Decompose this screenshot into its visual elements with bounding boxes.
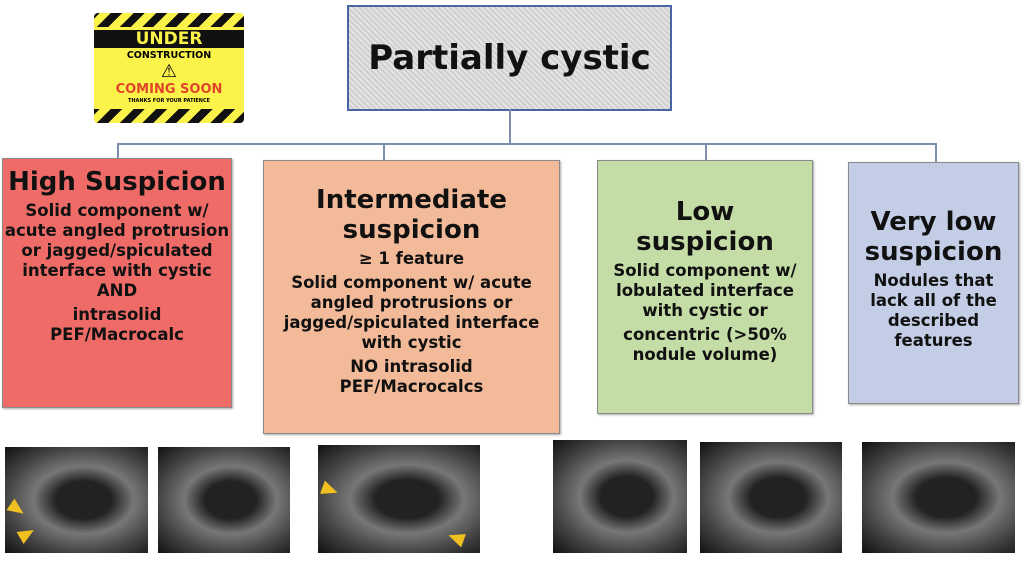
connector bbox=[117, 143, 119, 159]
sign-text: COMING SOON bbox=[115, 82, 223, 97]
box-heading: Low suspicion bbox=[636, 197, 774, 257]
connector bbox=[383, 143, 385, 160]
box-text: Solid component w/ lobulated interface w… bbox=[613, 261, 797, 320]
box-text: Solid component w/ acute angled protrusi… bbox=[4, 201, 230, 300]
warning-icon: ⚠ bbox=[160, 61, 178, 82]
ultrasound-image bbox=[5, 447, 148, 553]
connector bbox=[509, 109, 511, 143]
very-low-suspicion-box: Very low suspicion Nodules that lack all… bbox=[848, 162, 1019, 404]
box-text: Solid component w/ acute angled protrusi… bbox=[283, 273, 540, 352]
low-suspicion-box: Low suspicion Solid component w/ lobulat… bbox=[597, 160, 813, 414]
under-construction-sign: UNDER CONSTRUCTION ⚠ COMING SOON THANKS … bbox=[94, 13, 244, 123]
arrow-icon bbox=[446, 528, 466, 548]
box-text: concentric (>50% nodule volume) bbox=[623, 325, 787, 364]
sign-text: CONSTRUCTION bbox=[126, 50, 212, 61]
arrow-icon bbox=[6, 498, 28, 520]
connector bbox=[935, 143, 937, 162]
arrow-icon bbox=[16, 523, 38, 545]
sign-text: THANKS FOR YOUR PATIENCE bbox=[127, 98, 211, 104]
intermediate-suspicion-box: Intermediate suspicion ≥ 1 feature Solid… bbox=[263, 160, 560, 434]
box-heading: Intermediate suspicion bbox=[316, 185, 507, 245]
box-text: Nodules that lack all of the described f… bbox=[870, 271, 997, 350]
high-suspicion-box: High Suspicion Solid component w/ acute … bbox=[2, 158, 232, 408]
sign-text: UNDER bbox=[94, 30, 244, 48]
box-text: ≥ 1 feature bbox=[358, 249, 465, 268]
ultrasound-image bbox=[318, 445, 480, 553]
box-heading: High Suspicion bbox=[8, 167, 226, 197]
root-node-title: Partially cystic bbox=[347, 5, 672, 111]
connector bbox=[705, 143, 707, 160]
ultrasound-image bbox=[553, 440, 687, 553]
ultrasound-image bbox=[862, 442, 1015, 553]
ultrasound-image bbox=[158, 447, 290, 553]
ultrasound-image bbox=[700, 442, 842, 553]
box-heading: Very low suspicion bbox=[864, 207, 1003, 267]
arrow-icon bbox=[320, 480, 340, 500]
box-text: intrasolid PEF/Macrocalc bbox=[50, 305, 184, 344]
box-text: NO intrasolid PEF/Macrocalcs bbox=[339, 357, 484, 396]
connector bbox=[117, 143, 936, 145]
